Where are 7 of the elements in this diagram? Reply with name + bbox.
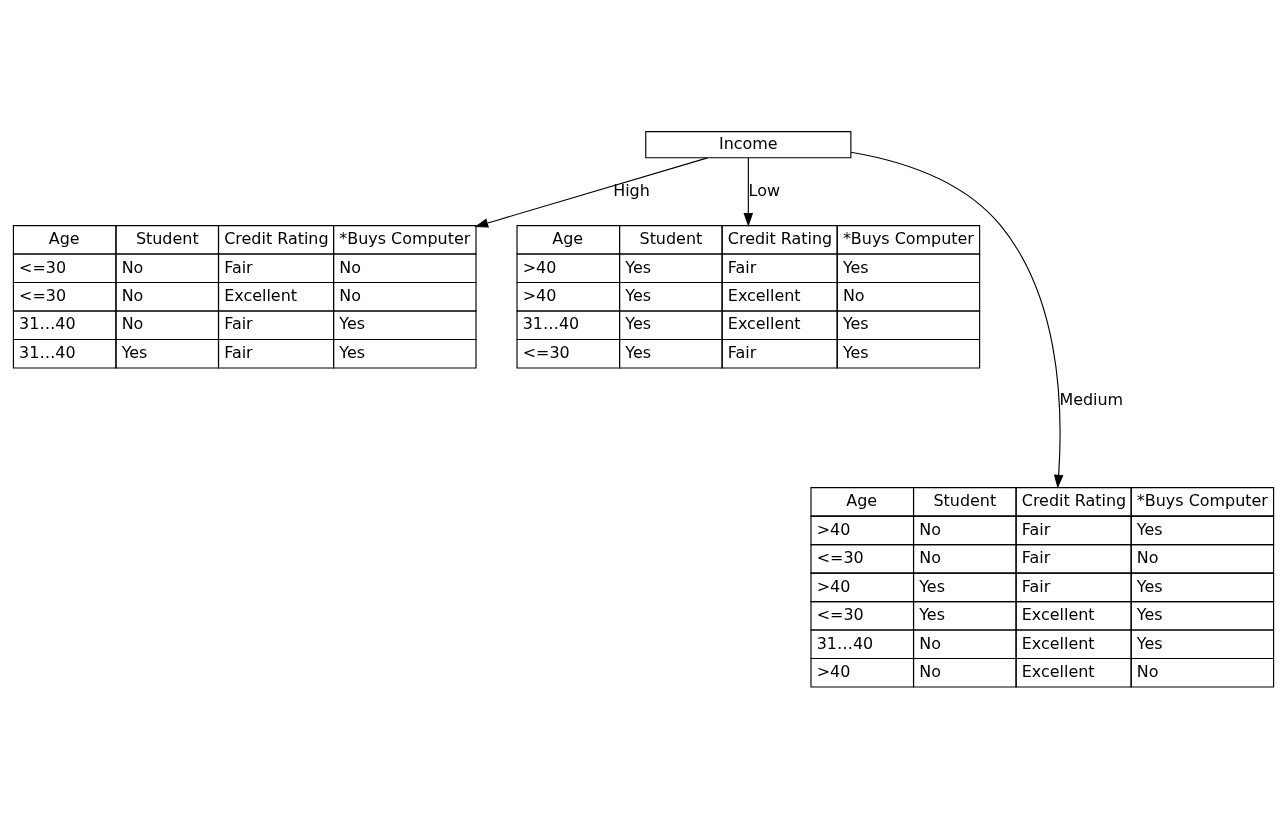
edge-label: Medium — [1059, 390, 1124, 410]
edge-label: Low — [748, 180, 780, 200]
arrow — [743, 157, 754, 227]
edge-label: High — [613, 180, 650, 200]
node-box: Income — [645, 131, 852, 159]
arrow — [474, 157, 709, 228]
arrow — [850, 151, 1064, 489]
